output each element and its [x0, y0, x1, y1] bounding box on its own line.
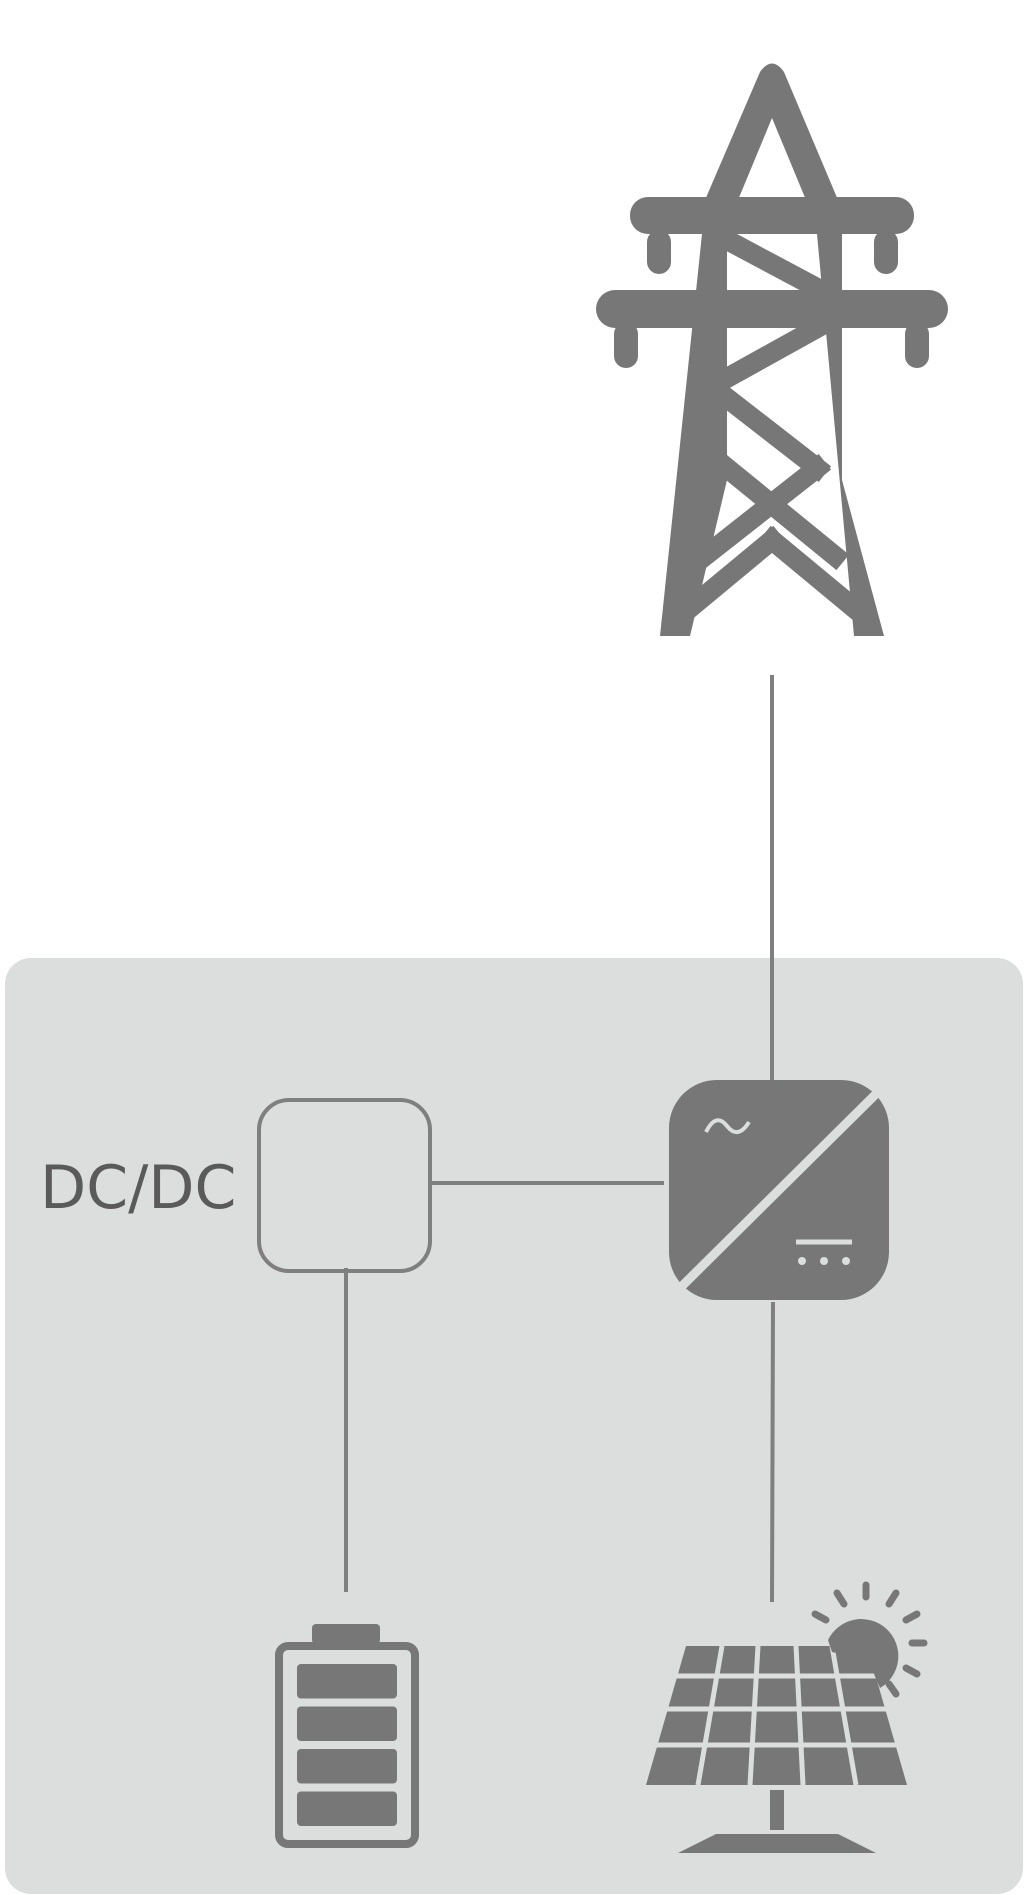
battery-icon: [275, 1624, 419, 1848]
sun-icon: [811, 1581, 928, 1698]
inverter-to-solar-line: [770, 1301, 775, 1603]
power-transmission-tower-icon: [596, 63, 948, 636]
dc-dc-label: DC/DC: [40, 1153, 237, 1223]
dc-dc-converter-box: [257, 1098, 432, 1273]
battery-cell: [297, 1749, 397, 1784]
inverter-icon: [669, 1080, 889, 1300]
battery-cell: [297, 1791, 397, 1826]
connection-lines: [344, 675, 775, 1603]
battery-cells: [297, 1664, 397, 1826]
solar-panel-icon: [646, 1645, 907, 1853]
battery-cell: [297, 1664, 397, 1699]
battery-cell: [297, 1706, 397, 1741]
